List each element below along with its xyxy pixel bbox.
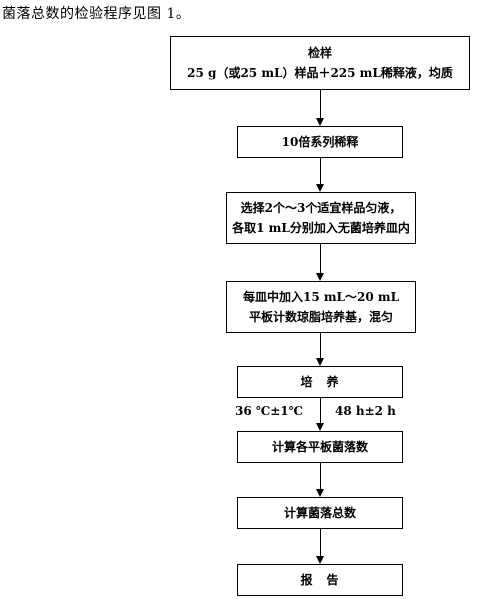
step-sample-prep-box: 检样 25 g（或25 mL）样品＋225 mL稀释液，均质 (170, 36, 470, 90)
intro-text: 菌落总数的检验程序见图 1。 (2, 6, 191, 22)
step-serial-dilution-box: 10倍系列稀释 (237, 126, 403, 158)
arrowhead-3 (316, 273, 324, 281)
step-incubate-box: 培 养 (237, 366, 403, 398)
step-total-count-label: 计算菌落总数 (283, 506, 356, 520)
arrowhead-6 (316, 489, 324, 497)
connector-line-7 (320, 529, 321, 556)
step-incubate-label: 培 养 (300, 375, 340, 389)
connector-line-1 (320, 90, 321, 118)
arrowhead-5 (316, 423, 324, 431)
incubation-temperature-label: 36 ℃±1℃ (235, 404, 304, 418)
arrowhead-4 (316, 358, 324, 366)
connector-line-3 (320, 244, 321, 273)
step-report-label: 报 告 (300, 573, 340, 587)
step-add-agar-box: 每皿中加入15 mL～20 mL 平板计数琼脂培养基，混匀 (226, 281, 416, 333)
step-select-dilutions-line2: 各取1 mL分别加入无菌培养皿内 (232, 221, 410, 235)
connector-line-4 (320, 333, 321, 358)
connector-line-6 (320, 463, 321, 489)
step-count-plates-box: 计算各平板菌落数 (237, 431, 403, 463)
step-add-agar-line2: 平板计数琼脂培养基，混匀 (248, 310, 393, 324)
arrowhead-7 (316, 556, 324, 564)
step-serial-dilution-label: 10倍系列稀释 (281, 135, 359, 149)
step-select-dilutions-box: 选择2个～3个适宜样品匀液， 各取1 mL分别加入无菌培养皿内 (226, 192, 416, 244)
connector-line-2 (320, 158, 321, 184)
step-sample-prep-title: 检样 (307, 46, 332, 60)
step-sample-prep-detail: 25 g（或25 mL）样品＋225 mL稀释液，均质 (187, 66, 453, 80)
arrowhead-2 (316, 184, 324, 192)
step-report-box: 报 告 (237, 564, 403, 596)
step-select-dilutions-line1: 选择2个～3个适宜样品匀液， (240, 201, 402, 215)
step-total-count-box: 计算菌落总数 (237, 497, 403, 529)
step-add-agar-line1: 每皿中加入15 mL～20 mL (242, 290, 400, 304)
incubation-duration-label: 48 h±2 h (335, 404, 396, 418)
step-count-plates-label: 计算各平板菌落数 (271, 440, 368, 454)
connector-line-5 (320, 398, 321, 423)
arrowhead-1 (316, 118, 324, 126)
